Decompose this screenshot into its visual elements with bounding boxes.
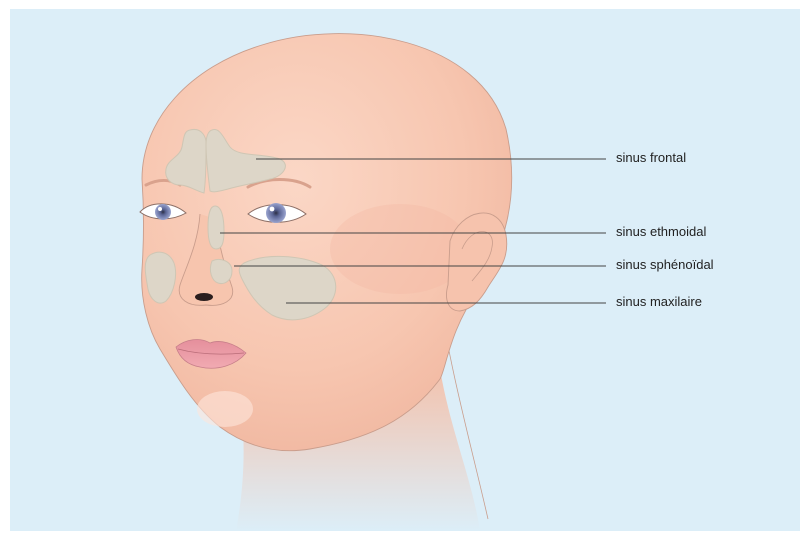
nostril (195, 293, 213, 301)
label-sinus-ethmoidal: sinus ethmoidal (616, 224, 706, 240)
label-sinus-frontal: sinus frontal (616, 150, 686, 166)
sinus-sphenoidal-shape (210, 259, 232, 283)
diagram-frame: sinus frontal sinus ethmoidal sinus sphé… (10, 9, 800, 531)
sinus-ethmoidal-shape (208, 206, 224, 249)
chin-highlight (197, 391, 253, 427)
label-sinus-maxillary: sinus maxilaire (616, 294, 702, 310)
label-sinus-sphenoidal: sinus sphénoïdal (616, 257, 714, 273)
